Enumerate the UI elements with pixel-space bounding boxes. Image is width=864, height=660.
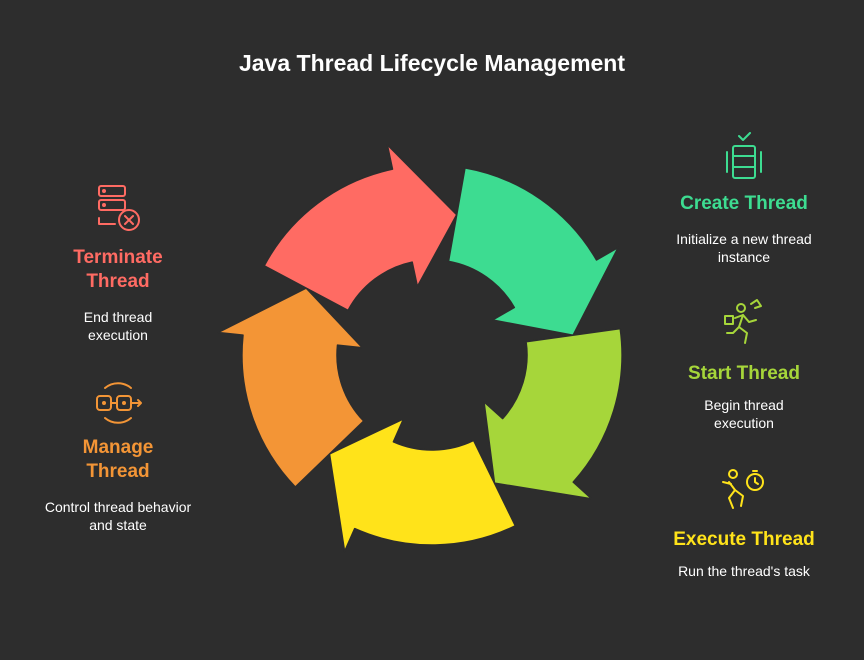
running-stopwatch-icon [722,469,764,509]
running-person-icon [724,299,762,344]
stage-desc-manage: Control thread behavior and state [44,499,192,533]
cycle-arrow-manage [217,287,365,488]
stage-desc-terminate: End thread execution [83,309,153,343]
page-title: Java Thread Lifecycle Management [238,50,626,76]
stage-title-manage: Manage Thread [82,437,154,482]
stage-desc-start: Begin thread execution [704,397,784,431]
server-check-icon [726,132,762,179]
cycle-arrow-execute [328,418,517,553]
stage-title-start: Start Thread [688,363,800,384]
cycle-arrow-start [483,327,623,500]
stage-create-thread: Create Thread Initialize a new thread in… [644,132,844,266]
stage-start-thread: Start Thread Begin thread execution [644,298,844,432]
control-link-icon [96,382,142,424]
cycle-arrow-terminate [263,143,458,312]
stage-manage-thread: Manage Thread Control thread behavior an… [18,376,218,534]
server-cancel-icon [98,185,140,231]
stage-terminate-thread: Terminate Thread End thread execution [18,182,218,344]
stage-execute-thread: Execute Thread Run the thread's task [644,464,844,580]
stage-title-terminate: Terminate Thread [73,247,163,292]
stage-title-execute: Execute Thread [673,529,815,550]
stage-desc-execute: Run the thread's task [678,563,810,579]
stage-desc-create: Initialize a new thread instance [676,231,812,265]
stage-title-create: Create Thread [680,193,808,214]
cycle-arrow-create [447,167,619,336]
